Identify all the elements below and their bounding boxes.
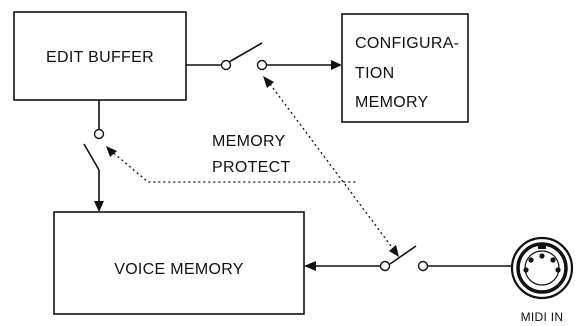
memory-protect-arrow-upper [263,76,274,88]
midi-in-label: MIDI IN [521,310,564,324]
configuration-memory-label-line3: MEMORY [355,94,429,111]
configuration-memory-block [341,13,469,123]
lower-switch-contact-right [417,260,429,272]
voice-memory-label: VOICE MEMORY [114,261,244,278]
memory-protect-link-left [109,149,356,183]
edit-buffer-block [13,11,187,101]
memory-protect-arrow-lower [389,245,399,257]
left-switch-blade [83,143,100,171]
lower-switch-contact-left [379,260,391,272]
memory-protect-label-line1: MEMORY [212,133,286,150]
midi-in-connector-icon [510,236,574,300]
memory-protect-arrow-left [106,146,117,157]
memory-protect-link-diagonal [269,83,398,255]
arrow-into-voice-memory [304,261,316,271]
edit-buffer-label: EDIT BUFFER [46,49,154,66]
arrow-to-configuration-memory [331,60,342,70]
configuration-memory-label-line2: TION [355,65,394,82]
left-switch-contact-top [93,128,105,140]
upper-switch-contact-left [220,59,232,71]
lower-switch-blade [389,245,417,265]
upper-switch-contact-right [256,59,268,71]
configuration-memory-label-line1: CONFIGURA- [355,35,459,52]
memory-protect-label-line2: PROTECT [212,159,291,176]
upper-switch-blade [228,42,263,63]
arrow-to-voice-memory [94,201,104,212]
voice-memory-block [53,211,305,315]
